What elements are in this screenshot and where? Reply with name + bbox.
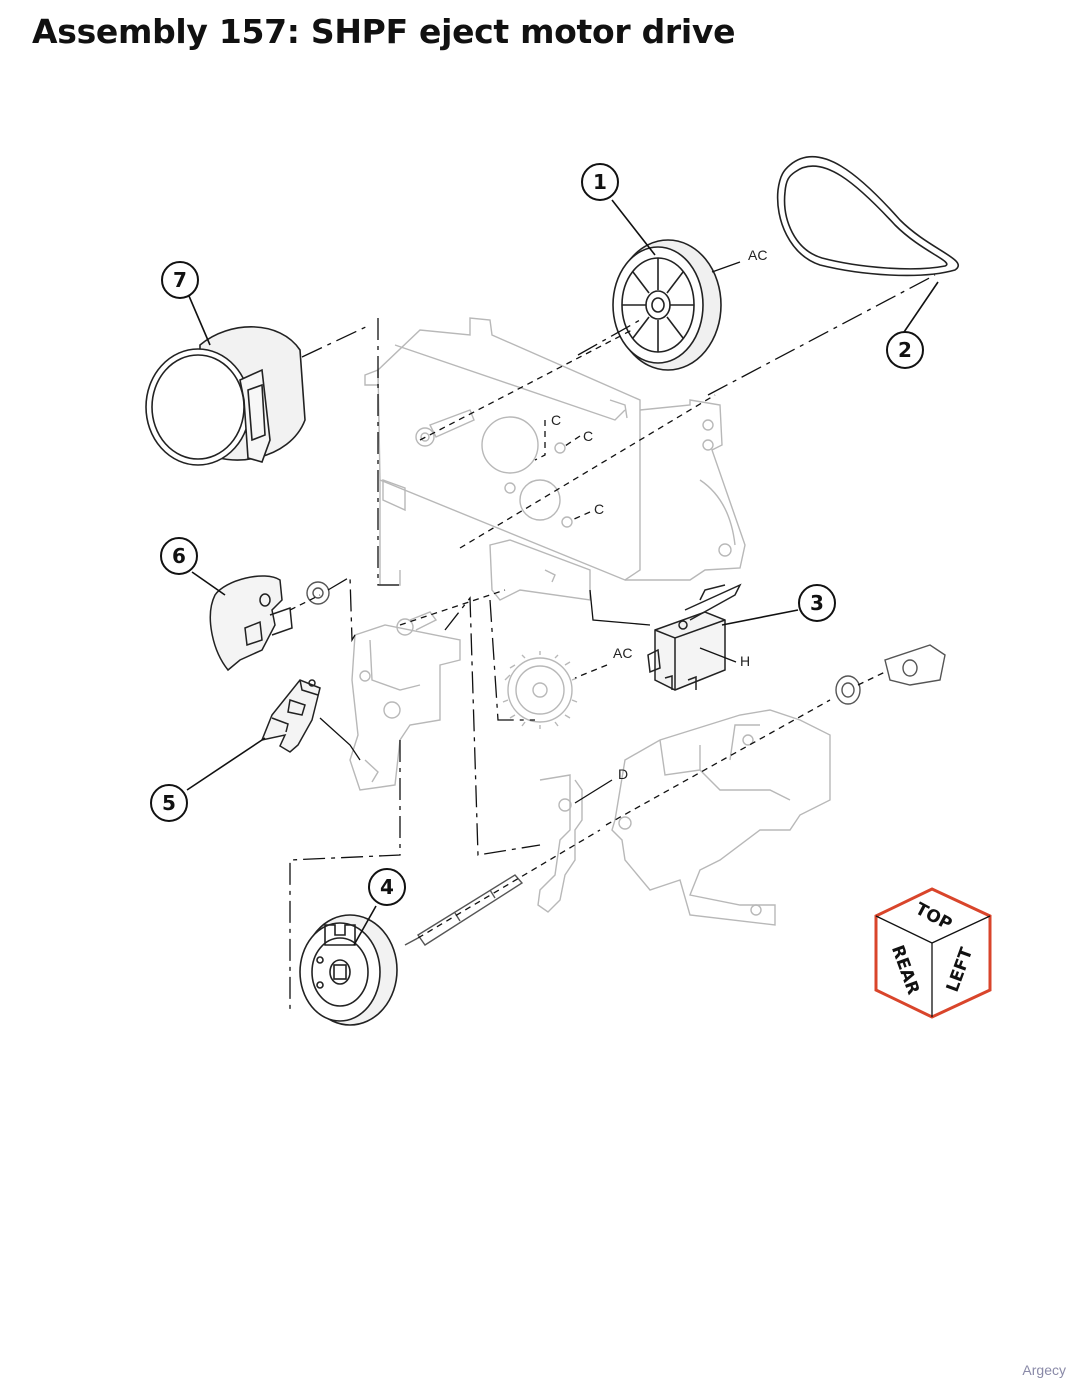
part-6-cam (209, 575, 293, 672)
ref-label-h: H (740, 653, 750, 669)
callout-3-label: 3 (810, 591, 824, 615)
lower-bracket-assembly (349, 539, 831, 926)
alignment-lines (289, 261, 936, 1010)
drive-shaft (404, 874, 524, 946)
callout-leaders (186, 199, 939, 946)
part-3-microswitch (647, 583, 742, 691)
callout-1: 1 (581, 163, 619, 201)
part-4-clutch (299, 914, 398, 1026)
callout-5: 5 (150, 784, 188, 822)
ref-label-c-3: C (594, 501, 604, 517)
callout-2-label: 2 (898, 338, 912, 362)
bushing-parts (306, 581, 946, 705)
callout-1-label: 1 (593, 170, 607, 194)
part-2-belt (776, 155, 959, 277)
callout-2: 2 (886, 331, 924, 369)
footer-brand: Argecy (1022, 1362, 1066, 1378)
part-1-pulley-gear (612, 239, 722, 371)
ref-label-ac-gear: AC (748, 247, 767, 263)
part-7-motor (145, 326, 306, 466)
callout-7-label: 7 (173, 268, 187, 292)
callout-3: 3 (798, 584, 836, 622)
part-5-sensor-bracket (260, 679, 321, 753)
callout-5-label: 5 (162, 791, 176, 815)
callout-6-label: 6 (172, 544, 186, 568)
callout-4-label: 4 (380, 875, 394, 899)
ref-label-d: D (618, 766, 628, 782)
orientation-cube: TOP REAR LEFT (874, 887, 992, 1019)
ref-label-c-2: C (583, 428, 593, 444)
ref-label-c-1: C (551, 412, 561, 428)
callout-4: 4 (368, 868, 406, 906)
callout-7: 7 (161, 261, 199, 299)
main-frame-bracket (364, 317, 746, 586)
ref-label-ac-gear-2: AC (613, 645, 632, 661)
page-title: Assembly 157: SHPF eject motor drive (32, 12, 736, 51)
callout-6: 6 (160, 537, 198, 575)
